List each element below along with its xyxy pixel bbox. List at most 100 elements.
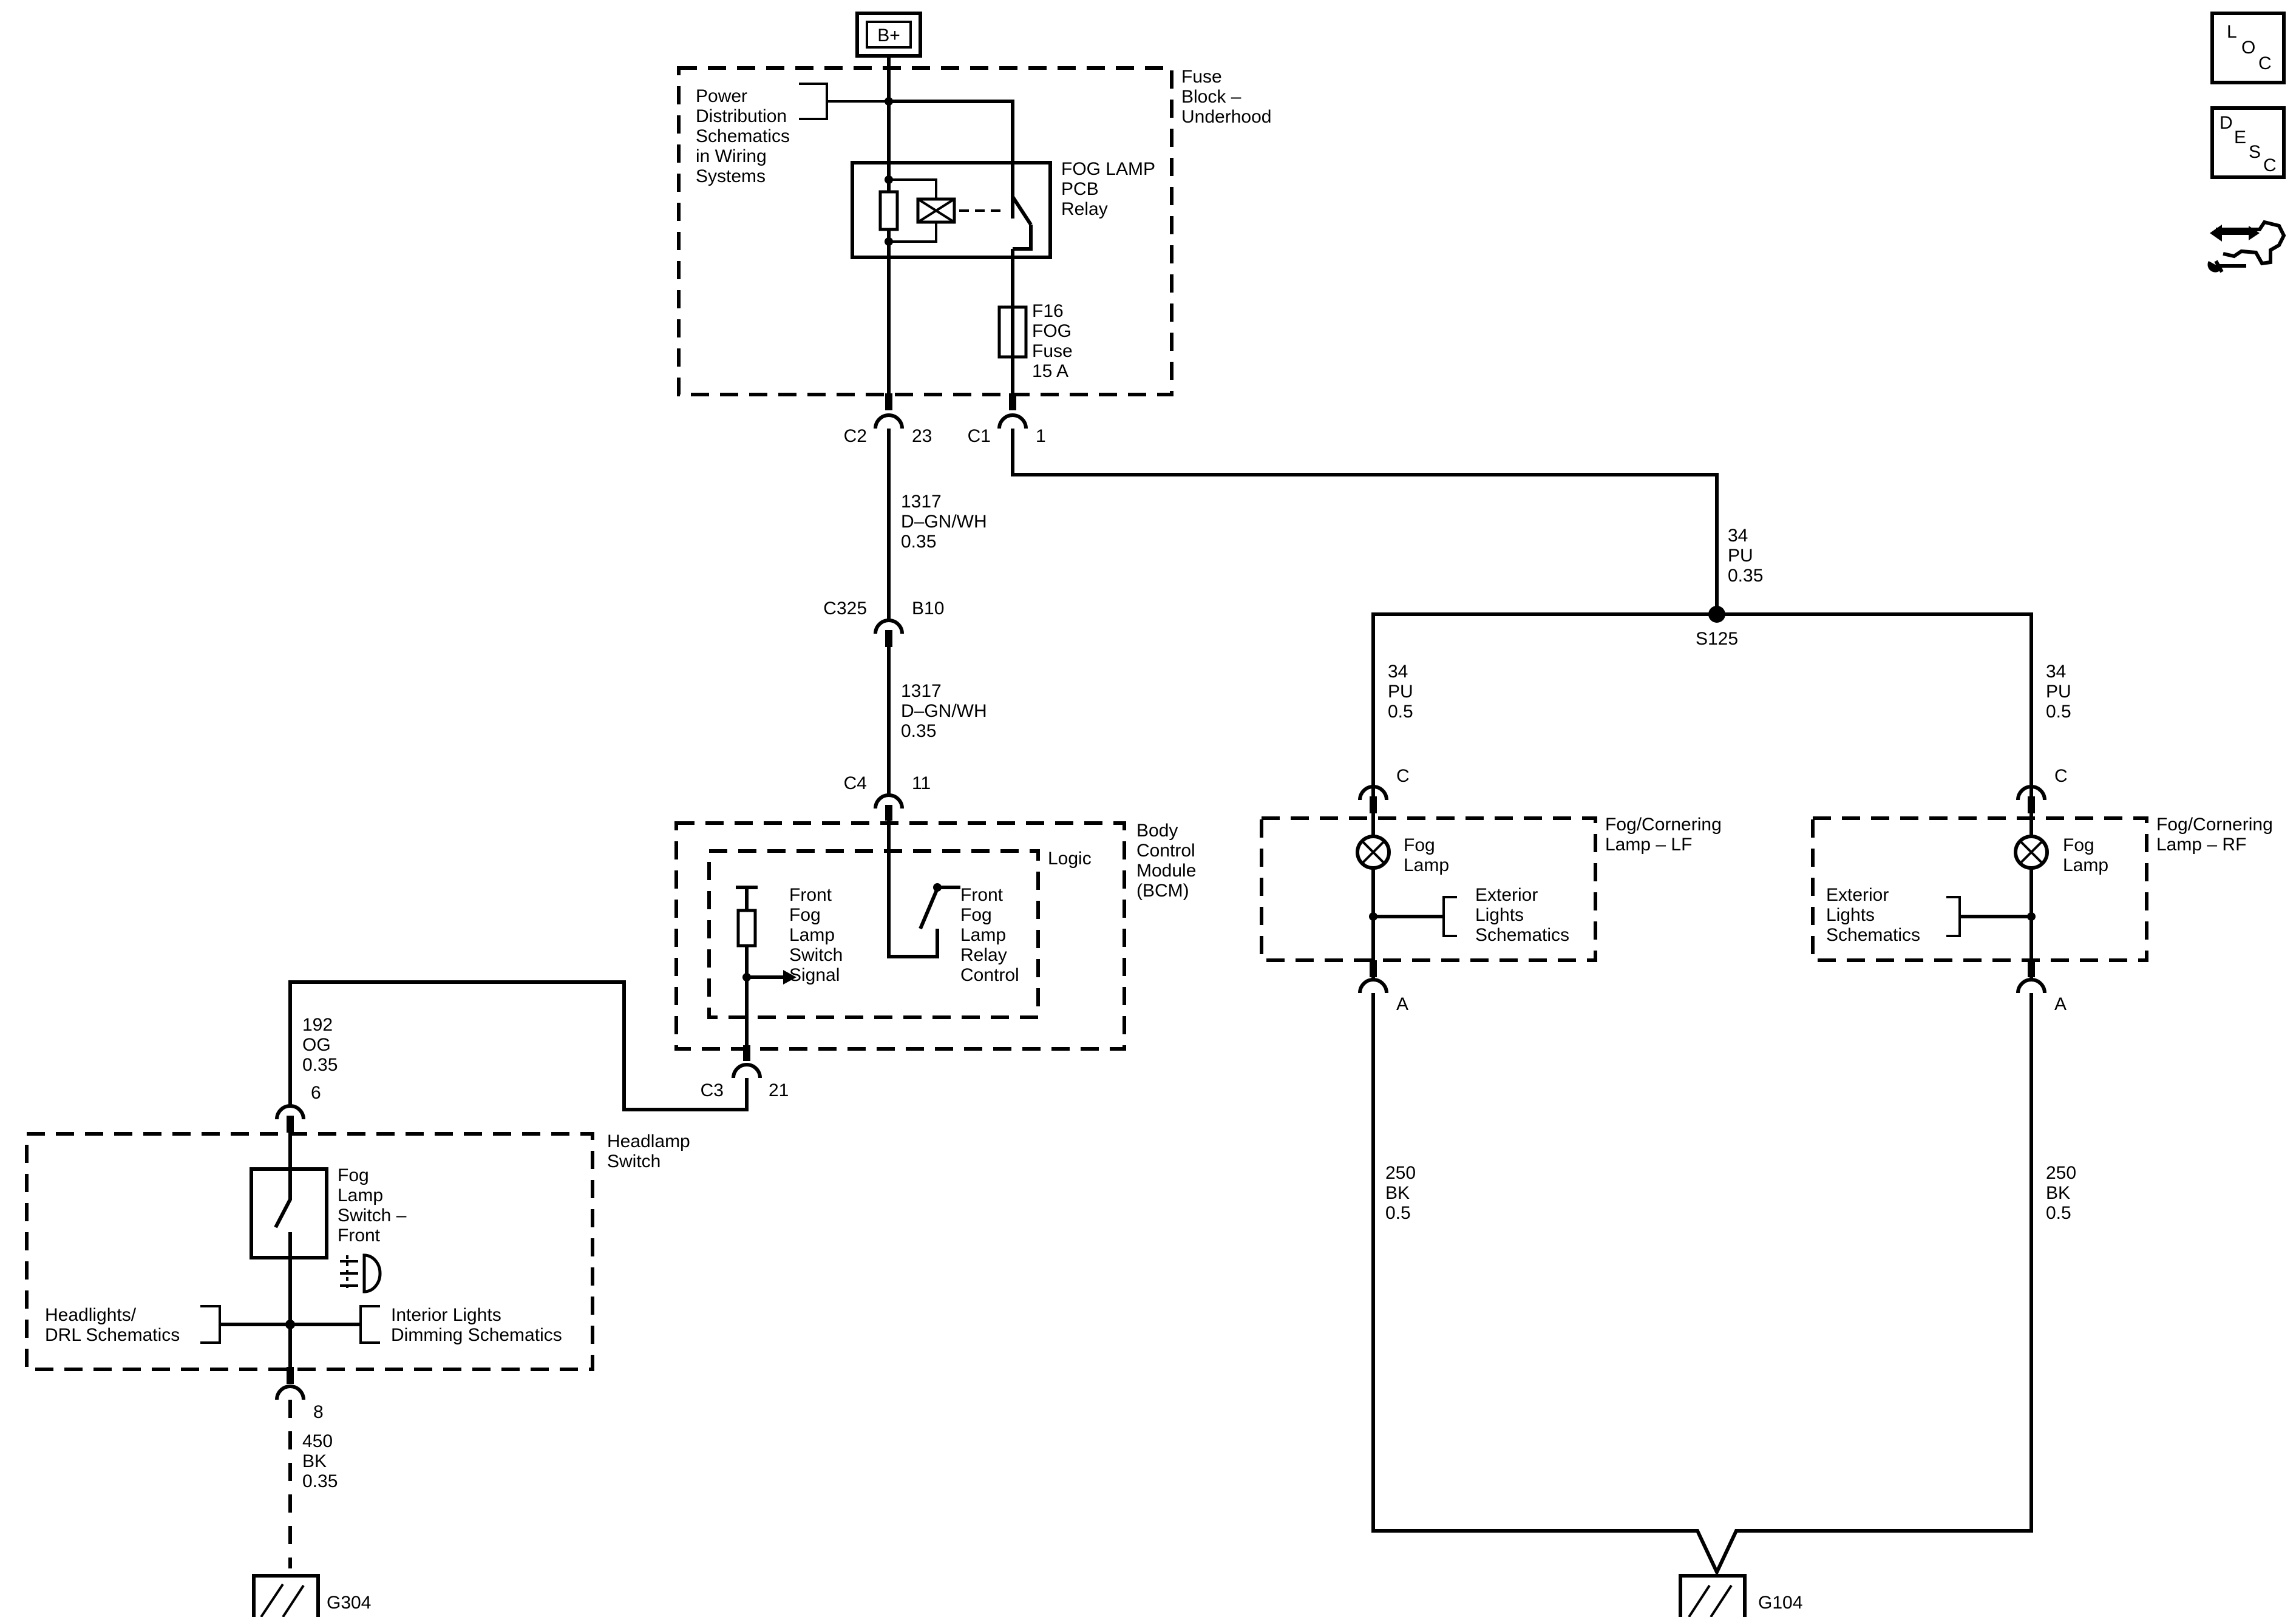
connector-c3: C3 21 [701, 1045, 789, 1100]
svg-text:PU: PU [2046, 682, 2071, 702]
svg-text:Fog: Fog [338, 1165, 369, 1185]
svg-text:6: 6 [311, 1083, 321, 1103]
connector-rf-c: C [2016, 766, 2068, 813]
svg-text:11: 11 [912, 773, 931, 793]
description-icon[interactable]: D E S C [2210, 106, 2286, 179]
connector-lf-c: C [1358, 766, 1410, 813]
relay-control-wire [887, 821, 939, 958]
svg-text:D: D [2220, 113, 2233, 133]
lf-fog-lamp-bulb-icon [1356, 835, 1391, 870]
rf-ext-lights-bracket [1946, 896, 1961, 937]
svg-text:A: A [2054, 994, 2067, 1014]
bcm-title-2: Control [1136, 841, 1195, 861]
ground-g304: G304 [252, 1574, 371, 1617]
connector-end-view-icon[interactable] [2207, 220, 2286, 273]
fuse-block-title-2: Block – [1181, 87, 1241, 107]
svg-text:S125: S125 [1696, 629, 1738, 649]
battery-label: B+ [877, 25, 900, 46]
svg-text:Control: Control [960, 965, 1019, 985]
power-dist-note-1: Power [696, 86, 747, 106]
headlamp-switch: Headlamp Switch Fog Lamp Switch – Front … [25, 1131, 690, 1371]
svg-text:Lights: Lights [1475, 905, 1524, 925]
svg-text:0.5: 0.5 [2046, 1203, 2071, 1223]
svg-text:Switch: Switch [607, 1151, 661, 1171]
svg-text:Front: Front [338, 1225, 381, 1246]
svg-text:0.5: 0.5 [2046, 702, 2071, 722]
svg-text:0.35: 0.35 [302, 1471, 338, 1491]
svg-text:L: L [2227, 22, 2237, 42]
fuse-label-4: 15 A [1032, 361, 1068, 381]
svg-text:Fog/Cornering: Fog/Cornering [1605, 815, 1722, 835]
svg-text:Lamp: Lamp [960, 925, 1006, 945]
connector-rf-a: A [2016, 960, 2067, 1014]
svg-text:Schematics: Schematics [1826, 925, 1920, 945]
svg-text:Fog: Fog [1404, 835, 1435, 855]
relay-resistor [878, 190, 899, 231]
svg-text:0.5: 0.5 [1385, 1203, 1411, 1223]
connector-lf-a: A [1358, 960, 1408, 1014]
svg-text:Lamp: Lamp [338, 1185, 383, 1205]
svg-text:250: 250 [1385, 1163, 1416, 1183]
svg-text:BK: BK [302, 1451, 327, 1471]
svg-text:E: E [2234, 127, 2246, 147]
pullup-resistor [736, 909, 757, 947]
signal-arrow [783, 970, 796, 985]
power-dist-note-2: Distribution [696, 106, 787, 126]
fuse-block-title-3: Underhood [1181, 107, 1271, 127]
svg-text:C: C [1396, 766, 1410, 786]
svg-text:BK: BK [1385, 1183, 1410, 1203]
wire-250-ground [1371, 993, 2033, 1577]
connector-c1: C1 1 [968, 393, 1046, 446]
svg-text:Fog: Fog [960, 905, 992, 925]
svg-text:0.35: 0.35 [302, 1055, 338, 1075]
svg-text:C4: C4 [844, 773, 867, 793]
connector-c325: C325 B10 [823, 598, 944, 647]
location-icon[interactable]: L O C [2210, 12, 2286, 84]
relay-label-2: PCB [1061, 179, 1099, 199]
wire-1317a-num: 1317 [901, 492, 942, 512]
svg-text:250: 250 [2046, 1163, 2076, 1183]
svg-text:S: S [2249, 142, 2261, 162]
svg-text:OG: OG [302, 1035, 331, 1055]
svg-text:Relay: Relay [960, 945, 1007, 965]
svg-text:Fog: Fog [2063, 835, 2094, 855]
svg-text:BK: BK [2046, 1183, 2070, 1203]
power-dist-bracket [799, 83, 828, 120]
power-dist-note-4: in Wiring [696, 146, 767, 166]
svg-text:C325: C325 [823, 598, 867, 619]
svg-text:Interior Lights: Interior Lights [391, 1305, 501, 1325]
wire-1317b-color: D–GN/WH [901, 701, 987, 721]
svg-text:Lamp: Lamp [2063, 855, 2108, 875]
svg-text:1: 1 [1036, 426, 1046, 446]
svg-text:Switch: Switch [789, 945, 843, 965]
svg-text:Front: Front [789, 885, 832, 905]
fog-cornering-lamp-lf: Fog/Cornering Lamp – LF Fog Lamp Exterio… [1260, 813, 1722, 980]
svg-text:Switch –: Switch – [338, 1205, 407, 1225]
svg-text:Front: Front [960, 885, 1004, 905]
svg-text:Signal: Signal [789, 965, 840, 985]
svg-text:Dimming Schematics: Dimming Schematics [391, 1325, 562, 1345]
svg-text:C3: C3 [701, 1080, 724, 1100]
svg-text:0.5: 0.5 [1388, 702, 1413, 722]
svg-text:23: 23 [912, 426, 932, 446]
relay-bus-wire [889, 100, 1014, 219]
svg-text:C: C [2054, 766, 2068, 786]
headlights-bracket [200, 1305, 221, 1344]
svg-text:34: 34 [1728, 526, 1748, 546]
svg-text:Lamp: Lamp [789, 925, 835, 945]
power-dist-note-5: Systems [696, 166, 766, 186]
svg-text:Exterior: Exterior [1475, 885, 1538, 905]
svg-text:Lights: Lights [1826, 905, 1875, 925]
svg-text:Lamp – RF: Lamp – RF [2156, 835, 2246, 855]
svg-text:0.35: 0.35 [1728, 566, 1763, 586]
connector-c4: C4 11 [844, 773, 931, 821]
bcm-logic-label: Logic [1048, 849, 1092, 869]
svg-text:34: 34 [2046, 662, 2066, 682]
power-dist-note-3: Schematics [696, 126, 790, 146]
svg-text:B10: B10 [912, 598, 944, 619]
fuse-block-title-1: Fuse [1181, 67, 1222, 87]
svg-text:Schematics: Schematics [1475, 925, 1569, 945]
svg-text:8: 8 [313, 1402, 324, 1422]
relay-label-1: FOG LAMP [1061, 159, 1155, 179]
